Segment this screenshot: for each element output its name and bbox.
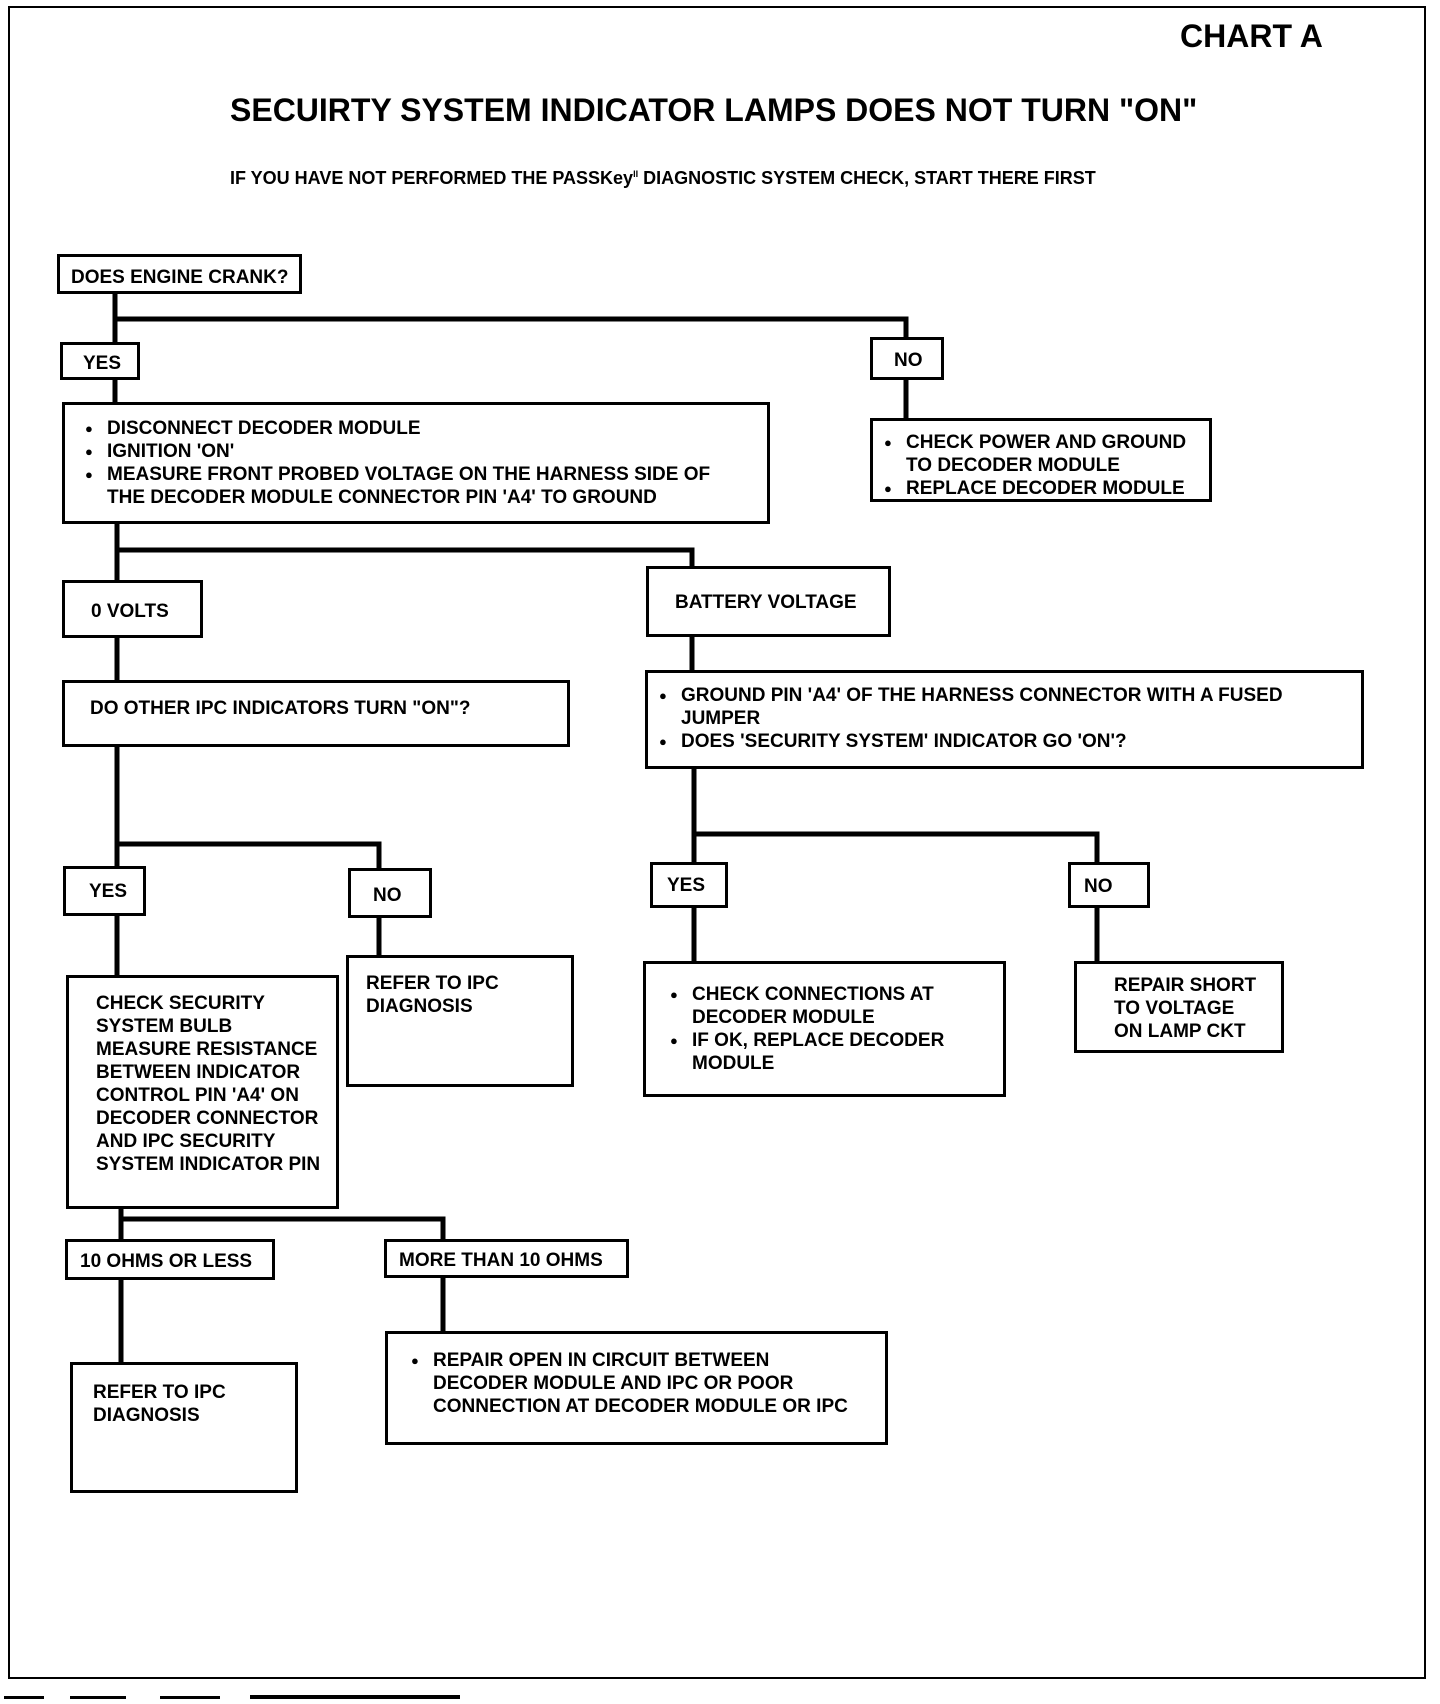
ipc-yes-box: YES bbox=[63, 866, 146, 916]
indicator-no-box: NO bbox=[1068, 862, 1150, 908]
chart-label: CHART A bbox=[1180, 18, 1323, 54]
ground-step: DOES 'SECURITY SYSTEM' INDICATOR GO 'ON'… bbox=[655, 730, 1361, 753]
repair-open-step: REPAIR OPEN IN CIRCUIT BETWEEN DECODER M… bbox=[407, 1349, 885, 1418]
page-subtitle: IF YOU HAVE NOT PERFORMED THE PASSKeyII … bbox=[230, 168, 1096, 189]
no-crank-steps: CHECK POWER AND GROUND TO DECODER MODULE… bbox=[880, 431, 1209, 500]
subtitle-text-start: IF YOU HAVE NOT PERFORMED THE PASSKey bbox=[230, 168, 634, 188]
connection-step: CHECK CONNECTIONS AT DECODER MODULE bbox=[666, 983, 1003, 1029]
ipc-no-label: NO bbox=[373, 885, 402, 906]
battery-voltage-box: BATTERY VOLTAGE bbox=[646, 566, 891, 637]
refer-ipc-box-2: REFER TO IPC DIAGNOSIS bbox=[70, 1362, 298, 1493]
zero-volts-box: 0 VOLTS bbox=[62, 580, 203, 638]
repair-short-box: REPAIR SHORT TO VOLTAGE ON LAMP CKT bbox=[1074, 961, 1284, 1053]
connector-ground-no bbox=[694, 831, 1100, 864]
no-crank-steps-box: CHECK POWER AND GROUND TO DECODER MODULE… bbox=[870, 418, 1212, 502]
ground-step: GROUND PIN 'A4' OF THE HARNESS CONNECTOR… bbox=[655, 684, 1361, 730]
ohms-low-box: 10 OHMS OR LESS bbox=[65, 1239, 275, 1280]
page-title: SECUIRTY SYSTEM INDICATOR LAMPS DOES NOT… bbox=[230, 92, 1198, 128]
indicator-yes-label: YES bbox=[667, 875, 706, 896]
ohms-high-box: MORE THAN 10 OHMS bbox=[384, 1239, 629, 1278]
connector-bulb-high bbox=[121, 1216, 446, 1241]
ground-pin-box: GROUND PIN 'A4' OF THE HARNESS CONNECTOR… bbox=[645, 670, 1364, 769]
measure-voltage-steps: DISCONNECT DECODER MODULE IGNITION 'ON' … bbox=[81, 417, 767, 509]
refer-ipc-text-2: REFER TO IPC DIAGNOSIS bbox=[93, 1382, 226, 1426]
chart-page bbox=[8, 6, 1426, 1679]
connector-measure-battery bbox=[117, 547, 695, 568]
check-connections-steps: CHECK CONNECTIONS AT DECODER MODULE IF O… bbox=[666, 983, 1003, 1075]
no-crank-step: CHECK POWER AND GROUND TO DECODER MODULE bbox=[880, 431, 1209, 477]
ipc-yes-label: YES bbox=[89, 881, 128, 902]
indicator-no-label: NO bbox=[1084, 876, 1113, 897]
measure-step: MEASURE FRONT PROBED VOLTAGE ON THE HARN… bbox=[81, 463, 767, 509]
repair-short-text: REPAIR SHORT TO VOLTAGE ON LAMP CKT bbox=[1114, 975, 1257, 1042]
engine-crank-question: DOES ENGINE CRANK? bbox=[71, 267, 289, 288]
connector-crank-no bbox=[115, 316, 909, 339]
check-connections-box: CHECK CONNECTIONS AT DECODER MODULE IF O… bbox=[643, 961, 1006, 1097]
ipc-no-box: NO bbox=[348, 868, 432, 918]
repair-open-box: REPAIR OPEN IN CIRCUIT BETWEEN DECODER M… bbox=[385, 1331, 888, 1445]
repair-open-steps: REPAIR OPEN IN CIRCUIT BETWEEN DECODER M… bbox=[407, 1349, 885, 1418]
crank-no-label: NO bbox=[894, 350, 923, 371]
engine-crank-question-box: DOES ENGINE CRANK? bbox=[57, 254, 302, 294]
connection-step: IF OK, REPLACE DECODER MODULE bbox=[666, 1029, 1003, 1075]
connector-question-no bbox=[117, 841, 382, 870]
refer-ipc-box-1: REFER TO IPC DIAGNOSIS bbox=[346, 955, 574, 1087]
indicator-yes-box: YES bbox=[650, 862, 728, 908]
other-ipc-question-box: DO OTHER IPC INDICATORS TURN "ON"? bbox=[62, 680, 570, 747]
ground-pin-steps: GROUND PIN 'A4' OF THE HARNESS CONNECTOR… bbox=[655, 684, 1361, 753]
check-bulb-box: CHECK SECURITY SYSTEM BULB MEASURE RESIS… bbox=[66, 975, 339, 1209]
ohms-high-label: MORE THAN 10 OHMS bbox=[399, 1250, 603, 1271]
battery-voltage-label: BATTERY VOLTAGE bbox=[675, 592, 857, 613]
trademark-mark: II bbox=[633, 169, 639, 179]
measure-step: IGNITION 'ON' bbox=[81, 440, 767, 463]
other-ipc-question: DO OTHER IPC INDICATORS TURN "ON"? bbox=[90, 698, 471, 719]
crank-yes-box: YES bbox=[60, 342, 140, 380]
crank-yes-label: YES bbox=[83, 353, 122, 374]
no-crank-step: REPLACE DECODER MODULE bbox=[880, 477, 1209, 500]
check-bulb-text: CHECK SECURITY SYSTEM BULB MEASURE RESIS… bbox=[96, 993, 321, 1175]
page-edge-marks bbox=[4, 1695, 460, 1699]
subtitle-text-end: DIAGNOSTIC SYSTEM CHECK, START THERE FIR… bbox=[638, 168, 1096, 188]
ohms-low-label: 10 OHMS OR LESS bbox=[80, 1251, 253, 1272]
refer-ipc-text-1: REFER TO IPC DIAGNOSIS bbox=[366, 973, 499, 1017]
crank-no-box: NO bbox=[870, 337, 944, 380]
measure-voltage-box: DISCONNECT DECODER MODULE IGNITION 'ON' … bbox=[62, 402, 770, 524]
measure-step: DISCONNECT DECODER MODULE bbox=[81, 417, 767, 440]
zero-volts-label: 0 VOLTS bbox=[91, 601, 169, 622]
